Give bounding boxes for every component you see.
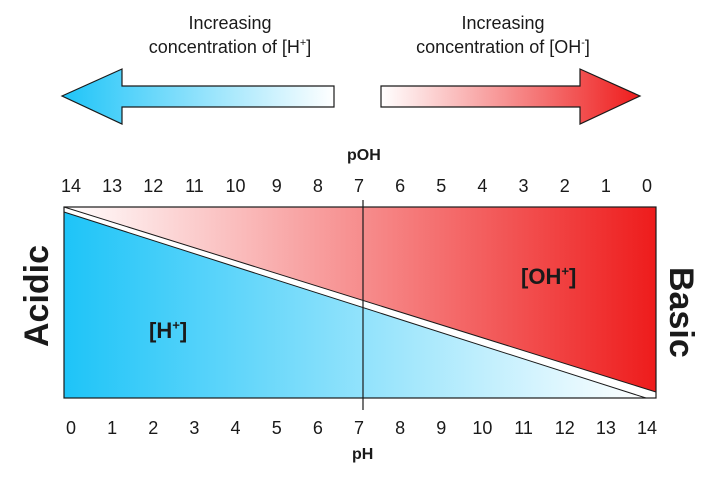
h-ion-sup: + xyxy=(172,317,180,333)
ph-tick-4: 4 xyxy=(230,418,241,438)
ph-tick-10: 10 xyxy=(472,418,493,438)
basic-label: Basic xyxy=(662,267,700,358)
ph-tick-13: 13 xyxy=(595,418,616,438)
oh-ion-close: ] xyxy=(569,264,577,289)
ph-tick-6: 6 xyxy=(312,418,323,438)
right-caption-text: concentration of [OH xyxy=(416,37,582,57)
h-ion-close: ] xyxy=(179,318,188,343)
poh-tick-0: 0 xyxy=(641,176,653,196)
poh-tick-12: 12 xyxy=(143,176,164,196)
poh-tick-3: 3 xyxy=(518,176,529,196)
left-caption-sup: + xyxy=(299,37,307,49)
oh-ion-base: [OH xyxy=(521,264,562,289)
poh-tick-2: 2 xyxy=(559,176,570,196)
right-caption-sup: - xyxy=(581,37,585,49)
poh-tick-7: 7 xyxy=(353,176,365,196)
ph-tick-0: 0 xyxy=(65,418,77,438)
ph-tick-5: 5 xyxy=(271,418,282,438)
ph-tick-12: 12 xyxy=(554,418,575,438)
diagram-frame xyxy=(63,206,657,399)
left-arrow-caption: Increasing concentration of [H+] xyxy=(140,11,320,59)
poh-tick-4: 4 xyxy=(477,176,488,196)
ph-tick-9: 9 xyxy=(436,418,447,438)
h-ion-label: [H+] xyxy=(149,318,187,344)
ph-tick-14: 14 xyxy=(636,418,658,438)
left-caption-text: concentration of [H xyxy=(148,37,300,57)
ph-tick-8: 8 xyxy=(395,418,406,438)
right-caption-line2: concentration of [OH-] xyxy=(393,35,613,59)
right-caption-close: ] xyxy=(584,37,590,57)
diagonal-divider-lower xyxy=(63,211,647,399)
oh-ion-sup: + xyxy=(561,263,570,279)
poh-axis-title: pOH xyxy=(347,147,381,164)
acidic-label: Acidic xyxy=(18,244,56,347)
left-arrow xyxy=(60,68,335,125)
poh-tick-14: 14 xyxy=(60,176,82,196)
poh-tick-6: 6 xyxy=(395,176,406,196)
left-caption-close: ] xyxy=(306,37,312,57)
right-arrow xyxy=(380,68,642,125)
ph-tick-1: 1 xyxy=(107,418,118,438)
ph-tick-3: 3 xyxy=(189,418,200,438)
oh-ion-label: [OH+] xyxy=(521,264,576,290)
right-arrow-caption: Increasing concentration of [OH-] xyxy=(393,11,613,59)
h-ion-base: [H xyxy=(149,318,173,343)
diagonal-divider-upper xyxy=(63,206,657,393)
ph-tick-2: 2 xyxy=(148,418,159,438)
left-caption-line2: concentration of [H+] xyxy=(140,35,320,59)
poh-tick-8: 8 xyxy=(312,176,323,196)
poh-tick-11: 11 xyxy=(185,176,204,196)
left-caption-line1: Increasing xyxy=(188,13,272,33)
right-caption-line1: Increasing xyxy=(461,13,545,33)
poh-tick-1: 1 xyxy=(600,176,611,196)
poh-tick-13: 13 xyxy=(102,176,123,196)
ph-tick-11: 11 xyxy=(514,418,533,438)
poh-tick-9: 9 xyxy=(271,176,282,196)
ph-tick-7: 7 xyxy=(353,418,365,438)
poh-tick-5: 5 xyxy=(436,176,447,196)
ph-axis-title: pH xyxy=(352,446,374,463)
poh-tick-10: 10 xyxy=(225,176,246,196)
